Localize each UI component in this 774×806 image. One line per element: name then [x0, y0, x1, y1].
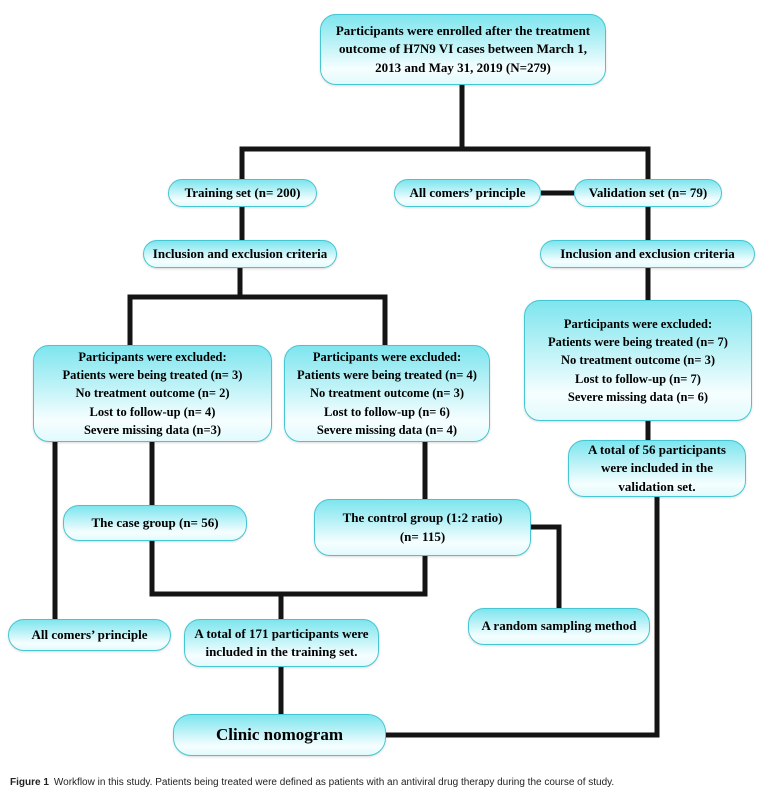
- node-training-set: Training set (n= 200): [168, 179, 317, 207]
- node-all-comers-principle-top: All comers’ principle: [394, 179, 541, 207]
- node-total-validation: A total of 56 participants were included…: [568, 440, 746, 497]
- node-criteria-validation: Inclusion and exclusion criteria: [540, 240, 755, 268]
- node-clinic-nomogram: Clinic nomogram: [173, 714, 386, 756]
- edge-split-excluded-boxes: [127, 294, 388, 346]
- figure-caption-label: Figure 1: [10, 777, 49, 788]
- edge-control-random-sampling: [531, 524, 562, 609]
- node-excluded-training-control: Participants were excluded: Patients wer…: [284, 345, 490, 442]
- edge-split-training-validation: [239, 146, 651, 180]
- node-criteria-training: Inclusion and exclusion criteria: [143, 240, 337, 268]
- node-excluded-validation: Participants were excluded: Patients wer…: [524, 300, 752, 421]
- node-control-group: The control group (1:2 ratio) (n= 115): [314, 499, 531, 556]
- edge-groups-merge: [149, 540, 428, 597]
- figure-caption-text: Workflow in this study. Patients being t…: [53, 777, 615, 788]
- figure-caption: Figure 1 Workflow in this study. Patients…: [10, 776, 766, 789]
- node-case-group: The case group (n= 56): [63, 505, 247, 541]
- edge-total-validation-nomogram: [386, 496, 660, 738]
- node-excluded-training-case: Participants were excluded: Patients wer…: [33, 345, 272, 442]
- node-total-training: A total of 171 participants were include…: [184, 619, 379, 667]
- node-random-sampling: A random sampling method: [468, 608, 650, 645]
- node-enrollment: Participants were enrolled after the tre…: [320, 14, 606, 85]
- node-validation-set: Validation set (n= 79): [574, 179, 722, 207]
- node-all-comers-principle-bottom: All comers’ principle: [8, 619, 171, 651]
